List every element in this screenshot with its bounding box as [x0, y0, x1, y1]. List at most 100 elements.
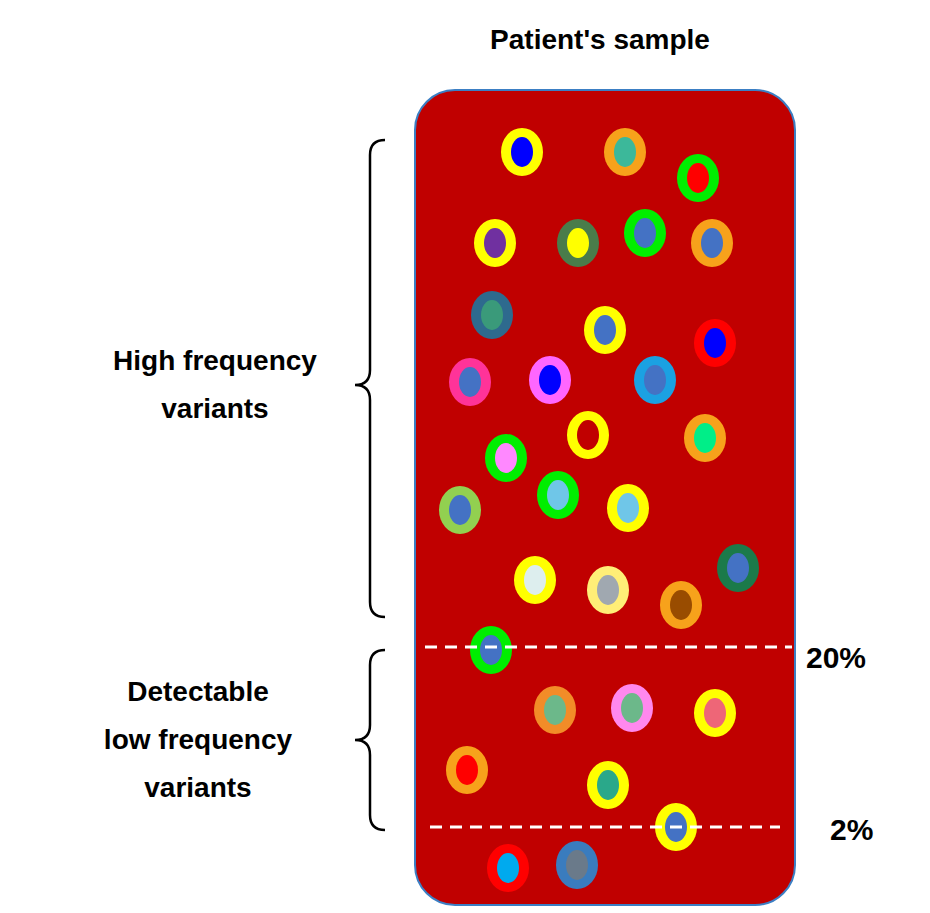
cell-ring: [487, 844, 529, 892]
cell-core: [539, 365, 561, 395]
cell-core: [694, 423, 716, 453]
cell-ring: [470, 626, 512, 674]
variant-cell: [694, 689, 736, 737]
brace: [355, 650, 385, 830]
threshold-line: [425, 646, 792, 649]
threshold-label: 20%: [806, 640, 916, 676]
cell-core: [670, 590, 692, 620]
variant-cell: [691, 219, 733, 267]
variant-cell: [607, 484, 649, 532]
cell-ring: [485, 434, 527, 482]
cell-ring: [677, 154, 719, 202]
cell-core: [577, 420, 599, 450]
variant-cell: [439, 486, 481, 534]
variant-cell: [611, 684, 653, 732]
cell-core: [547, 480, 569, 510]
cell-ring: [611, 684, 653, 732]
threshold-line: [430, 826, 780, 829]
cell-ring: [474, 219, 516, 267]
sample-tube: [415, 90, 795, 905]
cell-ring: [557, 219, 599, 267]
cell-ring: [514, 556, 556, 604]
cell-core: [704, 698, 726, 728]
variant-cell: [584, 306, 626, 354]
variant-cell: [556, 841, 598, 889]
cell-ring: [556, 841, 598, 889]
cell-ring: [660, 581, 702, 629]
cell-core: [480, 635, 502, 665]
cell-ring: [634, 356, 676, 404]
variant-cell: [514, 556, 556, 604]
cell-core: [566, 850, 588, 880]
variant-cell: [604, 128, 646, 176]
cell-core: [597, 770, 619, 800]
cell-core: [634, 218, 656, 248]
group-label: Detectable low frequency variants: [102, 668, 294, 812]
variant-cell: [534, 686, 576, 734]
variant-cell: [684, 414, 726, 462]
cell-ring: [694, 319, 736, 367]
cell-ring: [449, 358, 491, 406]
cell-ring: [501, 128, 543, 176]
variant-cell: [537, 471, 579, 519]
cell-ring: [587, 566, 629, 614]
cell-core: [511, 137, 533, 167]
cell-ring: [567, 411, 609, 459]
variant-cell: [694, 319, 736, 367]
cell-core: [687, 163, 709, 193]
variant-cell: [587, 566, 629, 614]
variant-cell: [624, 209, 666, 257]
group-label: High frequency variants: [95, 337, 335, 433]
threshold-label: 2%: [830, 812, 920, 848]
cell-ring: [694, 689, 736, 737]
cell-core: [524, 565, 546, 595]
variant-cell: [557, 219, 599, 267]
variant-cell: [470, 626, 512, 674]
cell-ring: [717, 544, 759, 592]
variant-cell: [501, 128, 543, 176]
cell-core: [644, 365, 666, 395]
variant-cell: [446, 746, 488, 794]
variant-cell: [660, 581, 702, 629]
cell-ring: [587, 761, 629, 809]
cell-ring: [471, 291, 513, 339]
variant-cell: [471, 291, 513, 339]
cell-ring: [604, 128, 646, 176]
cell-core: [617, 493, 639, 523]
cell-ring: [684, 414, 726, 462]
variant-cell: [529, 356, 571, 404]
cell-ring: [691, 219, 733, 267]
cell-core: [481, 300, 503, 330]
cell-core: [484, 228, 506, 258]
cell-core: [567, 228, 589, 258]
variant-cell: [587, 761, 629, 809]
cell-ring: [537, 471, 579, 519]
variant-cell: [717, 544, 759, 592]
cell-core: [701, 228, 723, 258]
cell-core: [544, 695, 566, 725]
variant-cell: [474, 219, 516, 267]
cell-core: [597, 575, 619, 605]
variant-cell: [567, 411, 609, 459]
cell-core: [497, 853, 519, 883]
cell-core: [459, 367, 481, 397]
cell-core: [704, 328, 726, 358]
cell-ring: [584, 306, 626, 354]
cell-ring: [624, 209, 666, 257]
cell-ring: [446, 746, 488, 794]
brace: [355, 140, 385, 617]
cell-ring: [529, 356, 571, 404]
variant-cell: [449, 358, 491, 406]
cell-core: [727, 553, 749, 583]
variant-cell: [634, 356, 676, 404]
variant-cell: [487, 844, 529, 892]
cell-core: [456, 755, 478, 785]
cell-core: [594, 315, 616, 345]
title: Patient's sample: [420, 22, 780, 58]
variant-cell: [485, 434, 527, 482]
cell-ring: [607, 484, 649, 532]
variant-cell: [677, 154, 719, 202]
cell-ring: [439, 486, 481, 534]
variant-cells: [439, 128, 759, 892]
